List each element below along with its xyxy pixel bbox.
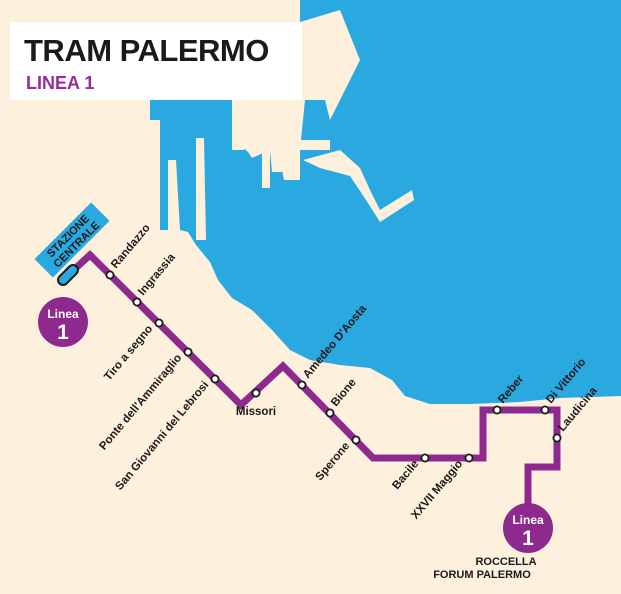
line-badge-label: Linea	[47, 307, 79, 321]
pier	[296, 140, 330, 150]
pier	[196, 138, 206, 240]
pier	[303, 150, 414, 222]
line-1-badge-start: Linea 1	[38, 297, 88, 347]
station-marker	[297, 380, 307, 390]
map-title: TRAM PALERMO	[24, 33, 269, 68]
terminal-label-forum-palermo[interactable]: FORUM PALERMO	[433, 569, 531, 581]
station-marker	[154, 318, 164, 328]
station-label: Missori	[236, 406, 276, 418]
station-marker	[210, 374, 220, 384]
pier	[262, 108, 270, 188]
sea-area	[150, 0, 621, 404]
line-badge-circle	[38, 297, 88, 347]
station-marker	[105, 270, 115, 280]
line-badge-number: 1	[522, 527, 534, 550]
station-marker	[132, 297, 142, 307]
station-marker	[325, 408, 335, 418]
line-badge-circle	[503, 503, 553, 553]
station-missori[interactable]: Missori	[236, 388, 276, 418]
line-1-badge-end: Linea 1	[503, 503, 553, 553]
title-panel: TRAM PALERMO LINEA 1	[10, 22, 302, 100]
line-badge-label: Linea	[512, 513, 544, 527]
station-marker	[464, 453, 474, 463]
line-badge-number: 1	[57, 321, 69, 344]
station-marker	[183, 347, 193, 357]
stazione-centrale-badge	[34, 202, 110, 278]
station-marker	[251, 388, 261, 398]
map-subtitle: LINEA 1	[26, 73, 95, 93]
station-marker	[351, 435, 361, 445]
station-marker	[492, 405, 502, 415]
station-marker	[420, 453, 430, 463]
station-marker	[552, 433, 562, 443]
pier	[274, 120, 300, 180]
terminal-label-roccella[interactable]: ROCCELLA	[475, 556, 536, 568]
station-marker	[540, 405, 550, 415]
start-terminus-marker	[57, 264, 79, 286]
